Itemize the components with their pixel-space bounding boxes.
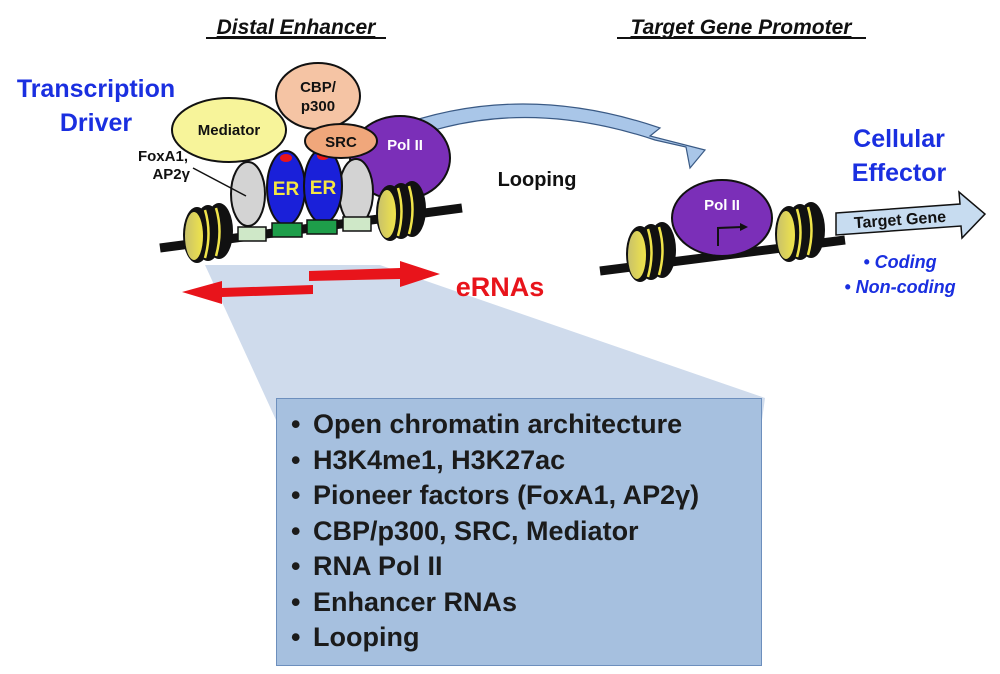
feature-item: • Pioneer factors (FoxA1, AP2γ) <box>291 478 761 514</box>
cellular-effector-label: Cellular <box>853 125 945 153</box>
transcription-driver-label: Driver <box>60 109 133 137</box>
feature-text: H3K4me1, H3K27ac <box>313 444 566 475</box>
bullet: • <box>291 444 301 475</box>
er-right-label: ER <box>310 178 337 199</box>
cellular-effector-label: Effector <box>852 159 947 187</box>
feature-text: CBP/p300, SRC, Mediator <box>313 515 639 546</box>
nucleosome-promoter-right <box>775 202 825 262</box>
feature-item: • RNA Pol II <box>291 549 761 585</box>
header-distal-enhancer: Distal Enhancer <box>217 16 378 39</box>
er-ligand-dot <box>280 154 292 162</box>
target-gene-arrow <box>835 190 987 240</box>
bullet: • <box>291 515 301 546</box>
callout-projection <box>205 265 765 420</box>
pioneer-label: AP2γ <box>152 166 190 183</box>
tss-arrow-icon <box>717 226 743 246</box>
enhancer-features-box: • Open chromatin architecture • H3K4me1, H… <box>276 398 762 666</box>
output-non-coding: • Non-coding <box>844 277 955 297</box>
feature-text: Enhancer RNAs <box>313 586 518 617</box>
nucleosome-enhancer-left <box>183 203 233 263</box>
feature-text: Looping <box>313 622 420 652</box>
pol-ii-promoter-label: Pol II <box>704 197 740 214</box>
looping-label: Looping <box>498 169 577 191</box>
bullet: • <box>291 586 301 617</box>
bullet: • <box>291 409 301 439</box>
mediator-label: Mediator <box>198 122 261 139</box>
nucleosome-enhancer-right <box>376 181 426 241</box>
src <box>304 123 378 159</box>
erna-arrow-right <box>309 261 440 287</box>
dna-binding-site <box>271 222 303 238</box>
dna-binding-site <box>306 219 338 235</box>
dna-binding-site <box>237 226 267 242</box>
pioneer-pointer <box>192 167 247 197</box>
transcription-driver-label: Transcription <box>17 75 175 103</box>
er-left-label: ER <box>273 179 300 200</box>
looping-arrow <box>390 103 707 170</box>
feature-text: Pioneer factors (FoxA1, AP2γ) <box>313 480 700 510</box>
header-target-gene-promoter: Target Gene Promoter <box>631 16 854 39</box>
cbp-p300-label: p300 <box>301 98 335 115</box>
pioneer-factor-left <box>230 161 266 227</box>
feature-item: • Looping <box>291 620 761 656</box>
pioneer-label: FoxA1, <box>138 148 188 165</box>
target-gene-label: Target Gene <box>853 209 946 232</box>
pol-ii-promoter <box>671 179 773 257</box>
feature-item: • Enhancer RNAs <box>291 585 761 621</box>
bullet: • <box>291 480 301 510</box>
erna-label: eRNAs <box>456 272 545 302</box>
pol-ii-enhancer-label: Pol II <box>387 137 423 154</box>
dna-binding-site <box>342 216 372 232</box>
bullet: • <box>291 551 301 581</box>
feature-item: • H3K4me1, H3K27ac <box>291 443 761 479</box>
feature-text: Open chromatin architecture <box>313 409 683 439</box>
output-coding: • Coding <box>863 252 936 272</box>
tss-arrowhead <box>740 223 748 231</box>
erna-arrow-left <box>182 281 313 304</box>
src-label: SRC <box>325 134 357 151</box>
feature-item: • Open chromatin architecture <box>291 407 761 443</box>
nucleosome-promoter-left <box>626 222 676 282</box>
mediator <box>171 97 287 163</box>
feature-item: • CBP/p300, SRC, Mediator <box>291 514 761 550</box>
feature-text: RNA Pol II <box>313 551 443 581</box>
bullet: • <box>291 622 301 652</box>
pioneer-factor-right <box>338 158 374 226</box>
cbp-p300 <box>275 62 361 130</box>
cbp-p300-label: CBP/ <box>300 79 337 96</box>
